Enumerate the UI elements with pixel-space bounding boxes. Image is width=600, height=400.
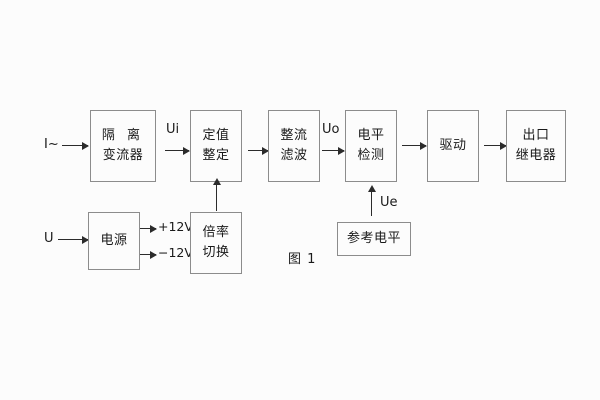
arrow-reference-to-level-detection xyxy=(367,185,376,216)
figure-caption: 图 1 xyxy=(288,252,317,267)
arrow-voltage-to-power-supply xyxy=(58,235,89,244)
block-level-detection-line2: 检测 xyxy=(357,148,385,163)
block-rectify-filter-line1: 整流 xyxy=(280,127,308,143)
arrow-current-to-isolation xyxy=(62,141,89,150)
block-setting-value-line1: 定值 xyxy=(202,127,230,143)
rail-label-positive: +12V xyxy=(158,219,193,234)
block-output-relay[interactable]: 出口 继电器 xyxy=(506,110,566,182)
block-driver-line1: 驱动 xyxy=(439,137,467,153)
block-level-detection[interactable]: 电平 检测 xyxy=(345,110,397,182)
arrow-multiplier-to-setting xyxy=(212,178,221,211)
block-isolation-transformer-line1: 隔 离 xyxy=(101,127,145,143)
block-setting-value-line2: 整定 xyxy=(202,148,230,163)
block-isolation-transformer-line2: 变流器 xyxy=(102,148,144,163)
arrow-isolation-to-setting xyxy=(165,146,190,155)
arrow-driver-to-output-relay xyxy=(484,141,507,150)
block-output-relay-line2: 继电器 xyxy=(515,148,557,163)
arrow-rail-positive xyxy=(140,224,157,233)
signal-label-uo: Uo xyxy=(322,122,340,137)
arrow-rectify-to-level-detection xyxy=(322,146,345,155)
arrow-level-detection-to-driver xyxy=(402,141,427,150)
block-multiplier-switch-line2: 切换 xyxy=(202,245,230,260)
block-reference-level-line1: 参考电平 xyxy=(346,230,401,246)
block-multiplier-switch[interactable]: 倍率 切换 xyxy=(190,212,242,274)
block-driver[interactable]: 驱动 xyxy=(427,110,479,182)
signal-label-ui: Ui xyxy=(166,122,180,137)
rail-label-negative: −12V xyxy=(158,245,193,260)
block-output-relay-line1: 出口 xyxy=(522,127,550,143)
block-setting-value[interactable]: 定值 整定 xyxy=(190,110,242,182)
block-isolation-transformer[interactable]: 隔 离 变流器 xyxy=(90,110,156,182)
block-reference-level[interactable]: 参考电平 xyxy=(337,222,411,256)
signal-label-ue: Ue xyxy=(380,195,398,210)
arrow-setting-to-rectify xyxy=(248,146,269,155)
input-label-current: I~ xyxy=(44,137,59,152)
block-power-supply-line1: 电源 xyxy=(100,232,128,248)
block-power-supply[interactable]: 电源 xyxy=(88,212,140,270)
input-label-voltage: U xyxy=(44,231,54,246)
block-rectify-filter-line2: 滤波 xyxy=(280,148,308,163)
arrow-rail-negative xyxy=(140,250,157,259)
block-rectify-filter[interactable]: 整流 滤波 xyxy=(268,110,320,182)
block-multiplier-switch-line1: 倍率 xyxy=(202,224,230,240)
block-level-detection-line1: 电平 xyxy=(357,127,385,143)
